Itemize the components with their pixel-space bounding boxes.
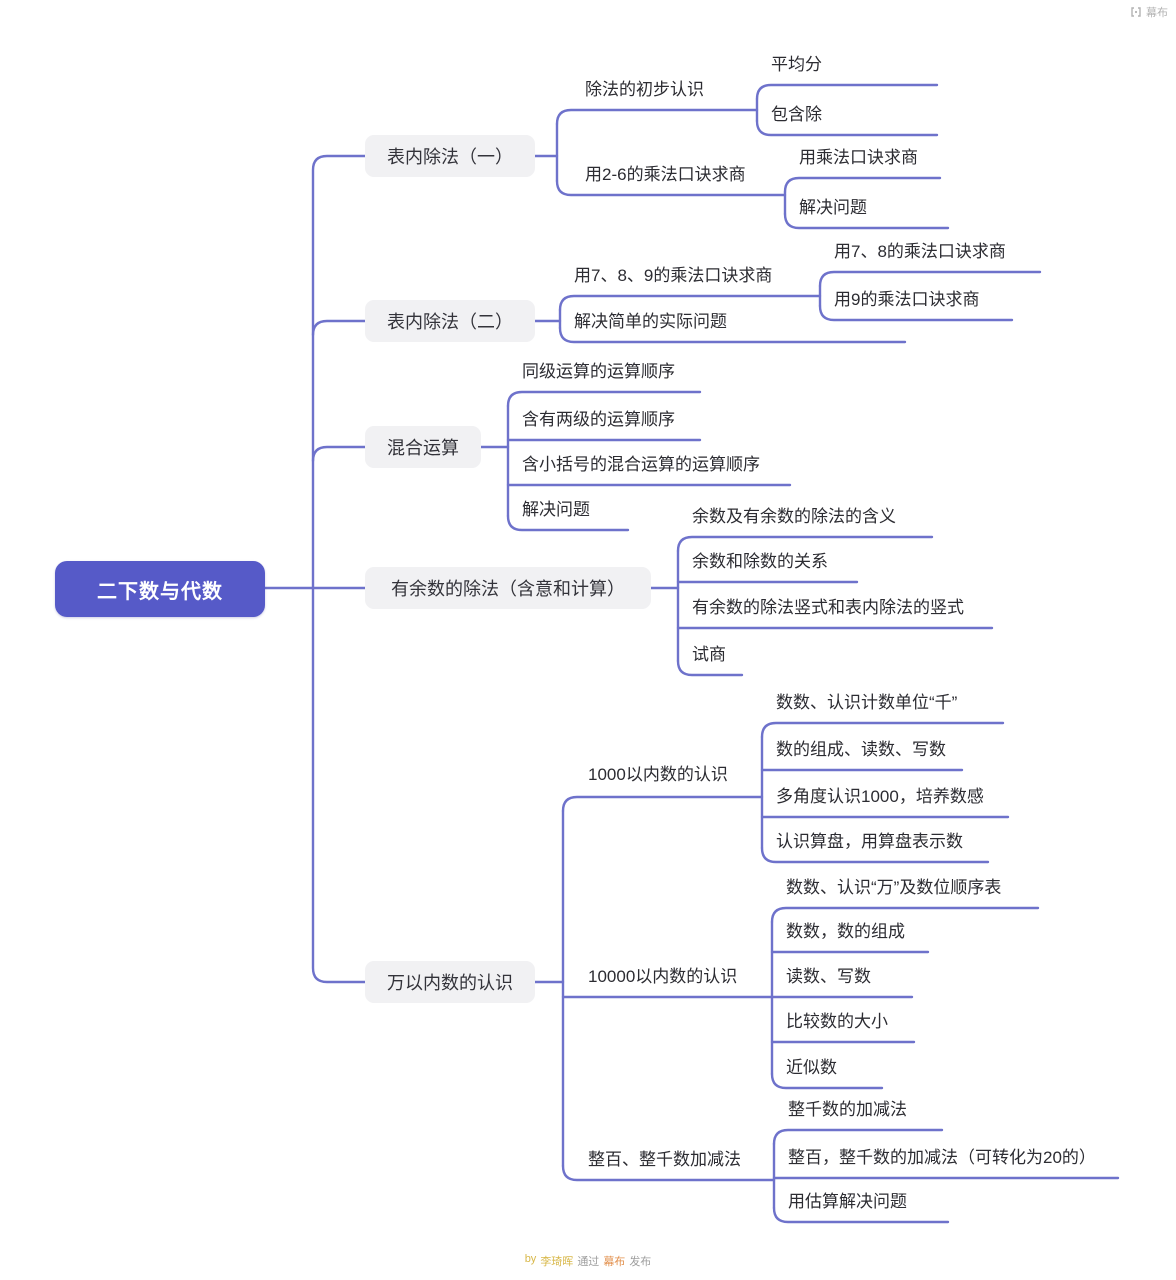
leaf-node[interactable]: 整百、整千数加减法 [588, 1150, 741, 1169]
brand-badge[interactable]: 幕布 [1130, 4, 1168, 20]
mubu-logo-icon [1131, 7, 1141, 17]
leaf-node[interactable]: 平均分 [771, 55, 822, 74]
leaf-node[interactable]: 1000以内数的认识 [588, 765, 728, 784]
leaf-node[interactable]: 整百，整千数的加减法（可转化为20的） [788, 1148, 1096, 1167]
branch-node[interactable]: 混合运算 [365, 426, 481, 468]
branch-node[interactable]: 有余数的除法（含意和计算） [365, 567, 651, 609]
leaf-node[interactable]: 10000以内数的认识 [588, 967, 738, 986]
watermark-author: 李琦晖 [540, 1256, 574, 1268]
leaf-node[interactable]: 有余数的除法竖式和表内除法的竖式 [692, 598, 964, 617]
leaf-node[interactable]: 用7、8、9的乘法口诀求商 [574, 266, 773, 285]
watermark-by: by [524, 1253, 537, 1265]
leaf-node[interactable]: 含小括号的混合运算的运算顺序 [522, 455, 760, 474]
leaf-node[interactable]: 同级运算的运算顺序 [522, 362, 675, 381]
watermark-via: 通过 [577, 1256, 600, 1268]
leaf-node[interactable]: 数的组成、读数、写数 [776, 740, 946, 759]
leaf-node[interactable]: 用7、8的乘法口诀求商 [834, 242, 1006, 261]
root-node[interactable]: 二下数与代数 [55, 561, 265, 617]
leaf-node[interactable]: 整千数的加减法 [788, 1100, 907, 1119]
leaf-node[interactable]: 数数、认识“万”及数位顺序表 [786, 878, 1002, 897]
leaf-node[interactable]: 用估算解决问题 [788, 1192, 907, 1211]
leaf-node[interactable]: 多角度认识1000，培养数感 [776, 787, 984, 806]
leaf-node[interactable]: 读数、写数 [786, 967, 871, 986]
branch-node[interactable]: 表内除法（二） [365, 300, 535, 342]
leaf-node[interactable]: 数数，数的组成 [786, 922, 905, 941]
leaf-node[interactable]: 解决简单的实际问题 [574, 312, 727, 331]
leaf-node[interactable]: 近似数 [786, 1058, 837, 1077]
branch-node[interactable]: 万以内数的认识 [365, 961, 535, 1003]
leaf-node[interactable]: 认识算盘，用算盘表示数 [776, 832, 963, 851]
leaf-node[interactable]: 含有两级的运算顺序 [522, 410, 675, 429]
publish-watermark: by 李琦晖 通过 幕布 发布 [525, 1253, 652, 1269]
watermark-platform[interactable]: 幕布 [603, 1256, 626, 1268]
leaf-node[interactable]: 数数、认识计数单位“千” [776, 693, 958, 712]
leaf-node[interactable]: 余数及有余数的除法的含义 [692, 507, 896, 526]
leaf-node[interactable]: 余数和除数的关系 [692, 552, 828, 571]
leaf-node[interactable]: 用乘法口诀求商 [799, 148, 918, 167]
leaf-node[interactable]: 用9的乘法口诀求商 [834, 290, 980, 309]
leaf-node[interactable]: 除法的初步认识 [585, 80, 704, 99]
branch-node[interactable]: 表内除法（一） [365, 135, 535, 177]
brand-label: 幕布 [1146, 7, 1168, 19]
leaf-node[interactable]: 比较数的大小 [786, 1012, 888, 1031]
leaf-node[interactable]: 解决问题 [799, 198, 867, 217]
leaf-node[interactable]: 用2-6的乘法口诀求商 [585, 165, 746, 184]
leaf-node[interactable]: 包含除 [771, 105, 822, 124]
leaf-node[interactable]: 试商 [692, 645, 726, 664]
leaf-node[interactable]: 解决问题 [522, 500, 590, 519]
watermark-publish: 发布 [629, 1256, 652, 1268]
